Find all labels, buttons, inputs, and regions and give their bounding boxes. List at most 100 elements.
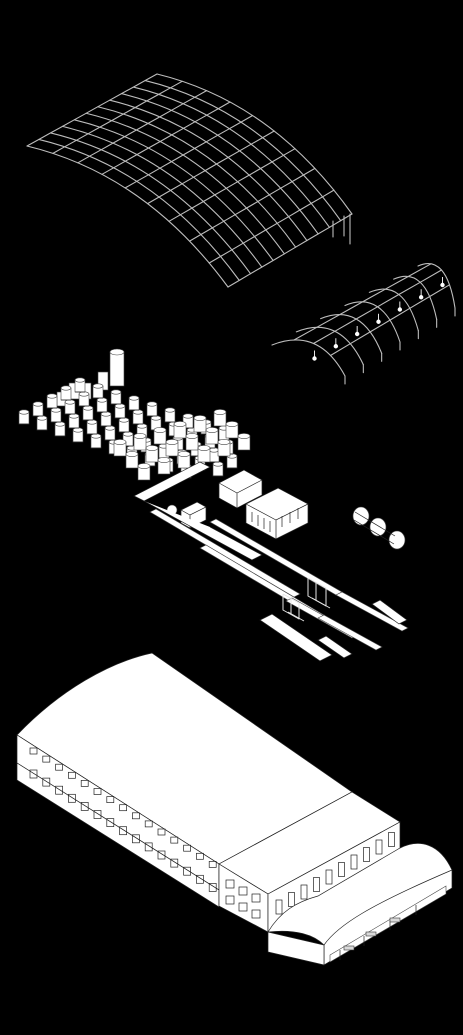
lamp-icon <box>333 344 339 349</box>
window <box>363 847 370 862</box>
annex-truss-arches <box>271 263 456 385</box>
annex-hall <box>267 843 453 966</box>
truss-purlin <box>26 73 158 147</box>
truss-purlin <box>124 114 254 189</box>
window <box>157 828 166 836</box>
window <box>196 852 204 860</box>
truss-purlin <box>77 90 208 164</box>
window <box>42 755 51 763</box>
window <box>238 902 248 912</box>
tank-top <box>54 421 66 427</box>
tank-top <box>118 417 130 423</box>
processing-rooms <box>166 469 309 540</box>
truss-purlin <box>101 101 231 175</box>
window <box>313 877 320 892</box>
storage-barrels <box>352 506 406 550</box>
window <box>208 861 217 868</box>
tank-top <box>197 445 211 451</box>
window <box>208 883 217 892</box>
truss-arch <box>144 79 342 222</box>
window <box>183 844 191 852</box>
tank-top <box>122 431 134 437</box>
window <box>275 899 283 915</box>
tank-top <box>153 427 167 433</box>
window <box>170 858 179 868</box>
truss-arch <box>50 132 252 275</box>
tank-top <box>46 393 58 399</box>
window <box>251 893 261 903</box>
factory-building-shell <box>16 652 453 966</box>
window <box>68 793 76 803</box>
window <box>350 854 358 870</box>
tank-top <box>217 439 231 445</box>
tank-top <box>213 409 227 415</box>
tank-top <box>193 415 207 421</box>
main-hall-roof-truss <box>26 73 353 288</box>
window <box>225 895 235 905</box>
tank-top <box>208 447 220 453</box>
tank-top <box>237 433 251 439</box>
window <box>132 812 140 820</box>
truss-arch <box>120 93 319 235</box>
annex-truss-lamps <box>312 277 445 361</box>
tank-top <box>157 457 171 463</box>
tank-top <box>110 389 122 395</box>
fermentation-tanks <box>18 377 251 481</box>
truss-arch <box>61 125 263 268</box>
tank-top <box>113 439 127 445</box>
main-hall-windows <box>29 747 217 892</box>
tank-top <box>96 397 108 403</box>
window <box>144 820 153 828</box>
window <box>55 763 63 771</box>
tank-top <box>74 377 86 383</box>
lamp-icon <box>312 356 317 361</box>
tank-top <box>128 395 140 401</box>
window <box>375 839 383 855</box>
tank-top <box>177 451 191 457</box>
tank-top <box>133 433 147 439</box>
tank-top <box>36 415 48 421</box>
window <box>106 818 115 827</box>
window <box>80 780 89 787</box>
tank-top <box>145 445 159 451</box>
annex-arch <box>368 288 419 332</box>
window <box>183 866 191 876</box>
lamp-icon <box>440 282 445 288</box>
tank-top <box>182 413 194 419</box>
window <box>119 826 127 836</box>
window <box>325 869 333 885</box>
window <box>68 771 76 779</box>
main-truss-columns <box>332 213 351 245</box>
window <box>388 832 395 847</box>
brewing-equipment-layer <box>18 348 409 662</box>
truss-purlin <box>168 148 296 222</box>
tank-top <box>64 399 76 405</box>
tank-top <box>173 421 187 427</box>
main-truss-arches <box>26 73 353 288</box>
truss-arch <box>132 86 331 228</box>
tank-top <box>136 423 148 429</box>
window <box>119 804 127 812</box>
annex-roof-truss <box>271 263 456 385</box>
tank-top <box>104 425 116 431</box>
tank-top <box>78 391 90 397</box>
window <box>288 892 295 907</box>
window <box>144 842 153 852</box>
tank-top <box>50 407 62 413</box>
tank-top <box>132 409 144 415</box>
truss-arch <box>97 106 297 248</box>
window <box>29 747 38 755</box>
tank-top <box>137 463 151 469</box>
lamp-icon <box>397 307 403 312</box>
window <box>238 886 248 896</box>
tank-top <box>92 383 104 389</box>
window <box>93 788 102 795</box>
truss-arch <box>156 73 353 215</box>
window <box>196 874 204 884</box>
truss-purlin <box>189 167 316 242</box>
truss-arch <box>26 145 229 288</box>
window <box>93 810 102 819</box>
window <box>225 879 235 889</box>
window <box>338 862 345 877</box>
